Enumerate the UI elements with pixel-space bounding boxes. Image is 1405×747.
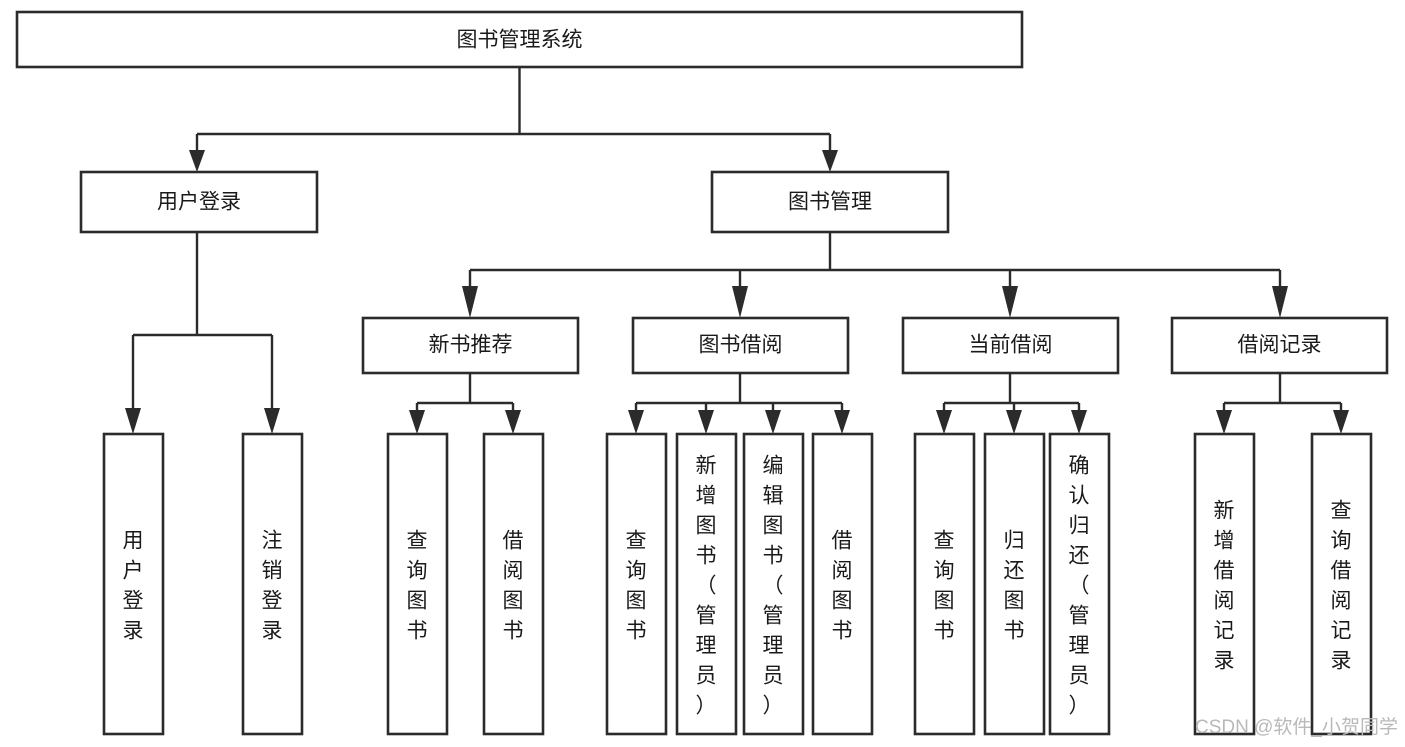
node-leaf-borrow-book-1-box[interactable] (482, 432, 545, 736)
node-user-login[interactable]: 用户登录 (79, 170, 319, 234)
node-root[interactable]: 图书管理系统 (15, 10, 1024, 69)
node-root-box[interactable] (15, 10, 1024, 69)
arrow-to-leaf-query-book-1 (409, 410, 425, 434)
arrow-to-leaf-return-book (1006, 410, 1022, 434)
node-leaf-borrow-book-2[interactable]: 借阅图书 (811, 432, 874, 736)
arrow-to-leaf-edit-book (765, 410, 781, 434)
node-borrow-record[interactable]: 借阅记录 (1170, 316, 1389, 375)
node-leaf-confirm-return-label: 确认归还（管理员） (1069, 454, 1090, 717)
node-leaf-user-login-box[interactable] (102, 432, 165, 736)
arrow-to-leaf-user-login (125, 408, 141, 434)
node-book-borrow-label: 图书借阅 (699, 334, 783, 357)
arrow-to-book-management (822, 150, 838, 172)
node-leaf-query-book-3-label: 查询图书 (934, 529, 955, 642)
node-leaf-user-login-label: 用户登录 (123, 529, 144, 642)
node-leaf-add-record[interactable]: 新增借阅记录 (1193, 432, 1256, 736)
arrow-to-leaf-add-record (1216, 410, 1232, 434)
node-leaf-query-book-2-box[interactable] (605, 432, 668, 736)
node-leaf-edit-book-box[interactable] (742, 432, 805, 736)
node-borrow-record-label: 借阅记录 (1238, 334, 1322, 357)
arrow-to-leaf-add-book (698, 410, 714, 434)
node-leaf-return-book-box[interactable] (983, 432, 1046, 736)
node-leaf-query-book-1[interactable]: 查询图书 (386, 432, 449, 736)
node-leaf-add-book-label: 新增图书（管理员） (696, 454, 717, 717)
node-leaf-query-record-box[interactable] (1310, 432, 1373, 736)
arrow-to-leaf-borrow-book-2 (834, 410, 850, 434)
arrow-to-leaf-confirm-return (1071, 410, 1087, 434)
node-leaf-logout-login[interactable]: 注销登录 (241, 432, 304, 736)
node-book-management-label: 图书管理 (788, 191, 872, 214)
node-current-borrow-label: 当前借阅 (969, 334, 1053, 357)
node-book-management-box[interactable] (710, 170, 950, 234)
node-leaf-borrow-book-1[interactable]: 借阅图书 (482, 432, 545, 736)
arrow-to-leaf-query-record (1333, 410, 1349, 434)
node-book-borrow-box[interactable] (631, 316, 850, 375)
arrow-to-current-borrow (1002, 286, 1018, 318)
node-root-label: 图书管理系统 (457, 29, 583, 52)
node-leaf-logout-login-box[interactable] (241, 432, 304, 736)
node-leaf-return-book[interactable]: 归还图书 (983, 432, 1046, 736)
node-leaf-borrow-book-2-label: 借阅图书 (832, 529, 853, 642)
arrow-to-new-book-recommend (462, 286, 478, 318)
node-leaf-user-login[interactable]: 用户登录 (102, 432, 165, 736)
node-leaf-add-record-box[interactable] (1193, 432, 1256, 736)
node-leaf-add-book[interactable]: 新增图书（管理员） (675, 432, 738, 736)
node-book-management[interactable]: 图书管理 (710, 170, 950, 234)
node-new-book-recommend-label: 新书推荐 (429, 334, 513, 357)
csdn-watermark: CSDN @软件_小贺同学 (1195, 716, 1398, 738)
node-leaf-confirm-return-box[interactable] (1048, 432, 1111, 736)
node-book-borrow[interactable]: 图书借阅 (631, 316, 850, 375)
node-leaf-logout-login-label: 注销登录 (262, 529, 283, 642)
connector-group (125, 67, 1349, 434)
node-borrow-record-box[interactable] (1170, 316, 1389, 375)
arrow-to-borrow-record (1272, 286, 1288, 318)
node-leaf-query-record[interactable]: 查询借阅记录 (1310, 432, 1373, 736)
node-leaf-query-record-label: 查询借阅记录 (1331, 499, 1352, 672)
node-leaf-borrow-book-2-box[interactable] (811, 432, 874, 736)
arrow-to-leaf-query-book-3 (936, 410, 952, 434)
node-leaf-query-book-1-box[interactable] (386, 432, 449, 736)
node-user-login-label: 用户登录 (157, 191, 241, 214)
node-new-book-recommend[interactable]: 新书推荐 (361, 316, 580, 375)
node-new-book-recommend-box[interactable] (361, 316, 580, 375)
node-leaf-confirm-return[interactable]: 确认归还（管理员） (1048, 432, 1111, 736)
node-leaf-edit-book-label: 编辑图书（管理员） (763, 454, 784, 717)
node-leaf-return-book-label: 归还图书 (1004, 529, 1025, 642)
node-leaf-add-record-label: 新增借阅记录 (1214, 499, 1235, 672)
node-leaf-edit-book[interactable]: 编辑图书（管理员） (742, 432, 805, 736)
arrow-to-book-borrow (732, 286, 748, 318)
arrow-to-user-login (189, 150, 205, 172)
node-leaf-add-book-box[interactable] (675, 432, 738, 736)
node-user-login-box[interactable] (79, 170, 319, 234)
arrow-to-leaf-borrow-book-1 (505, 410, 521, 434)
node-leaf-query-book-3-box[interactable] (913, 432, 976, 736)
arrow-to-leaf-query-book-2 (628, 410, 644, 434)
node-leaf-query-book-2-label: 查询图书 (626, 529, 647, 642)
node-leaf-query-book-2[interactable]: 查询图书 (605, 432, 668, 736)
node-leaf-borrow-book-1-label: 借阅图书 (503, 529, 524, 642)
node-current-borrow[interactable]: 当前借阅 (901, 316, 1120, 375)
node-leaf-query-book-3[interactable]: 查询图书 (913, 432, 976, 736)
arrow-to-leaf-logout-login (264, 408, 280, 434)
node-current-borrow-box[interactable] (901, 316, 1120, 375)
node-leaf-query-book-1-label: 查询图书 (407, 529, 428, 642)
